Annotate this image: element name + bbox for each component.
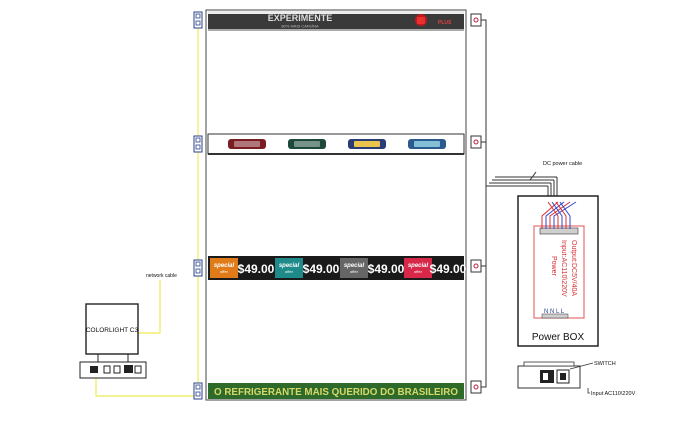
- usb-port-icon: [113, 365, 121, 374]
- power-module-input: Input:AC110\220V: [560, 240, 567, 297]
- receiving-card-icon: [193, 11, 203, 29]
- price-tag-4: special offer $49.00: [404, 258, 467, 278]
- input-terminal-block: [541, 313, 569, 319]
- price-tag-label: special: [279, 263, 300, 269]
- usb-port-icon: [103, 365, 111, 374]
- input-terminal-labels: N N L L: [544, 309, 565, 315]
- receiving-card-icon: [193, 259, 203, 277]
- price-tag-label: special: [408, 263, 429, 269]
- top-banner: EXPERIMENTE 80% MAIS CAFEÍNA PLUS: [208, 11, 464, 29]
- power-port-icon: [134, 365, 142, 374]
- power-connector-icon: [470, 13, 482, 27]
- top-banner-title: EXPERIMENTE: [268, 13, 333, 23]
- switch: [517, 361, 581, 389]
- price-tag-sub: offer: [350, 269, 359, 274]
- price-value: $49.00: [368, 262, 405, 276]
- receiving-card-icon: [193, 135, 203, 153]
- controller-colorlight-c3: COLORLIGHT C3: [79, 303, 147, 379]
- power-box-title: Power BOX: [532, 332, 585, 343]
- price-tag-2: special offer $49.00: [275, 258, 340, 278]
- power-module-output: Output:DC5V/40A: [570, 240, 577, 296]
- network-cable: [95, 22, 199, 398]
- ethernet-port-icon: [124, 365, 133, 373]
- dc-power-cable-label: DC power cable: [543, 161, 582, 167]
- product-tag-2: [288, 139, 326, 149]
- controller-port-panel: [79, 361, 147, 379]
- right-connectors: [470, 13, 482, 394]
- shelf-strip-2: [207, 133, 465, 155]
- price-tag-label: special: [344, 263, 365, 269]
- price-tag-sub: offer: [414, 269, 423, 274]
- bottom-banner: O REFRIGERANTE MAIS QUERIDO DO BRASILEIR…: [208, 383, 464, 399]
- ethernet-port-icon: [90, 366, 98, 373]
- product-tag-3: [348, 139, 386, 149]
- power-box: Power Input:AC110\220V Output:DC5V/40A N…: [517, 195, 599, 347]
- top-banner-subtitle: 80% MAIS CAFEÍNA: [281, 24, 319, 29]
- power-connector-icon: [470, 135, 482, 149]
- price-tag-label: special: [214, 263, 235, 269]
- power-connector-icon: [470, 259, 482, 273]
- switch-label: SWITCH: [594, 361, 616, 367]
- price-tag-sub: offer: [220, 269, 229, 274]
- controller-label: COLORLIGHT C3: [86, 327, 139, 334]
- price-strip: special offer $49.00 special offer $49.0…: [208, 256, 467, 280]
- left-connectors: [193, 11, 203, 400]
- power-module: [533, 225, 585, 319]
- output-terminal-block: [539, 227, 579, 235]
- network-cable-label: network cable: [146, 273, 177, 279]
- receiving-card-icon: [193, 382, 203, 400]
- product-tag-1: [228, 139, 266, 149]
- price-tag-sub: offer: [285, 269, 294, 274]
- bottom-banner-text: O REFRIGERANTE MAIS QUERIDO DO BRASILEIR…: [214, 386, 458, 398]
- power-module-label: Power: [550, 256, 557, 277]
- product-tag-4: [408, 139, 446, 149]
- power-connector-icon: [470, 380, 482, 394]
- price-value: $49.00: [430, 262, 467, 276]
- price-value: $49.00: [238, 262, 275, 276]
- display-frame: [205, 9, 467, 401]
- input-label: Input AC110\220V: [591, 391, 636, 397]
- price-tag-3: special offer $49.00: [340, 258, 405, 278]
- price-tag-1: special offer $49.00: [210, 258, 275, 278]
- price-value: $49.00: [303, 262, 340, 276]
- top-banner-badge: PLUS: [438, 20, 452, 26]
